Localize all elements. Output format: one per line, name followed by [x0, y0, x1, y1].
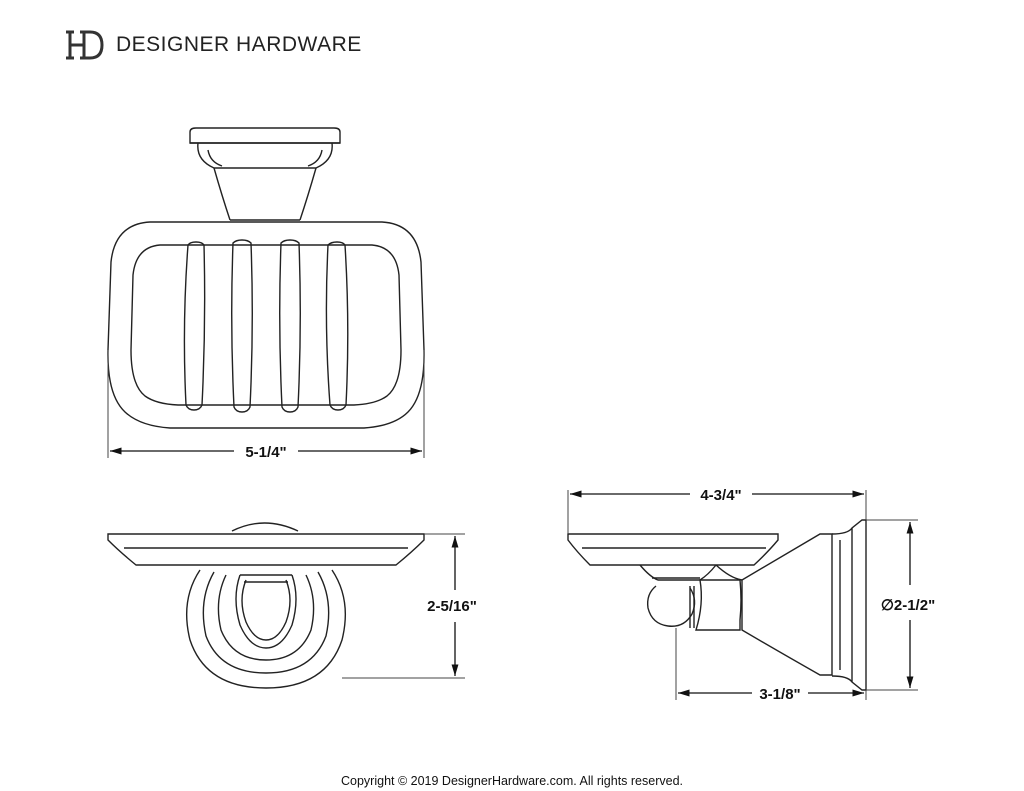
front-width-dimension: 5-1/4": [245, 444, 286, 461]
top-view: 2-5/16": [107, 522, 477, 689]
brand-name: DESIGNER HARDWARE: [116, 33, 362, 56]
flange-diameter-dimension: ∅2-1/2": [881, 597, 935, 614]
side-projection-dimension: 3-1/8": [759, 686, 800, 703]
top-height-dimension: 2-5/16": [427, 598, 477, 615]
side-depth-dimension: 4-3/4": [700, 487, 741, 504]
front-view: 5-1/4": [107, 127, 425, 461]
brand-header: DESIGNER HARDWARE: [64, 28, 362, 62]
side-view: 4-3/4" 3-1/8" ∅2-1/2": [567, 487, 935, 703]
hd-monogram-logo: [66, 30, 104, 60]
copyright-footer: Copyright © 2019 DesignerHardware.com. A…: [341, 774, 683, 788]
